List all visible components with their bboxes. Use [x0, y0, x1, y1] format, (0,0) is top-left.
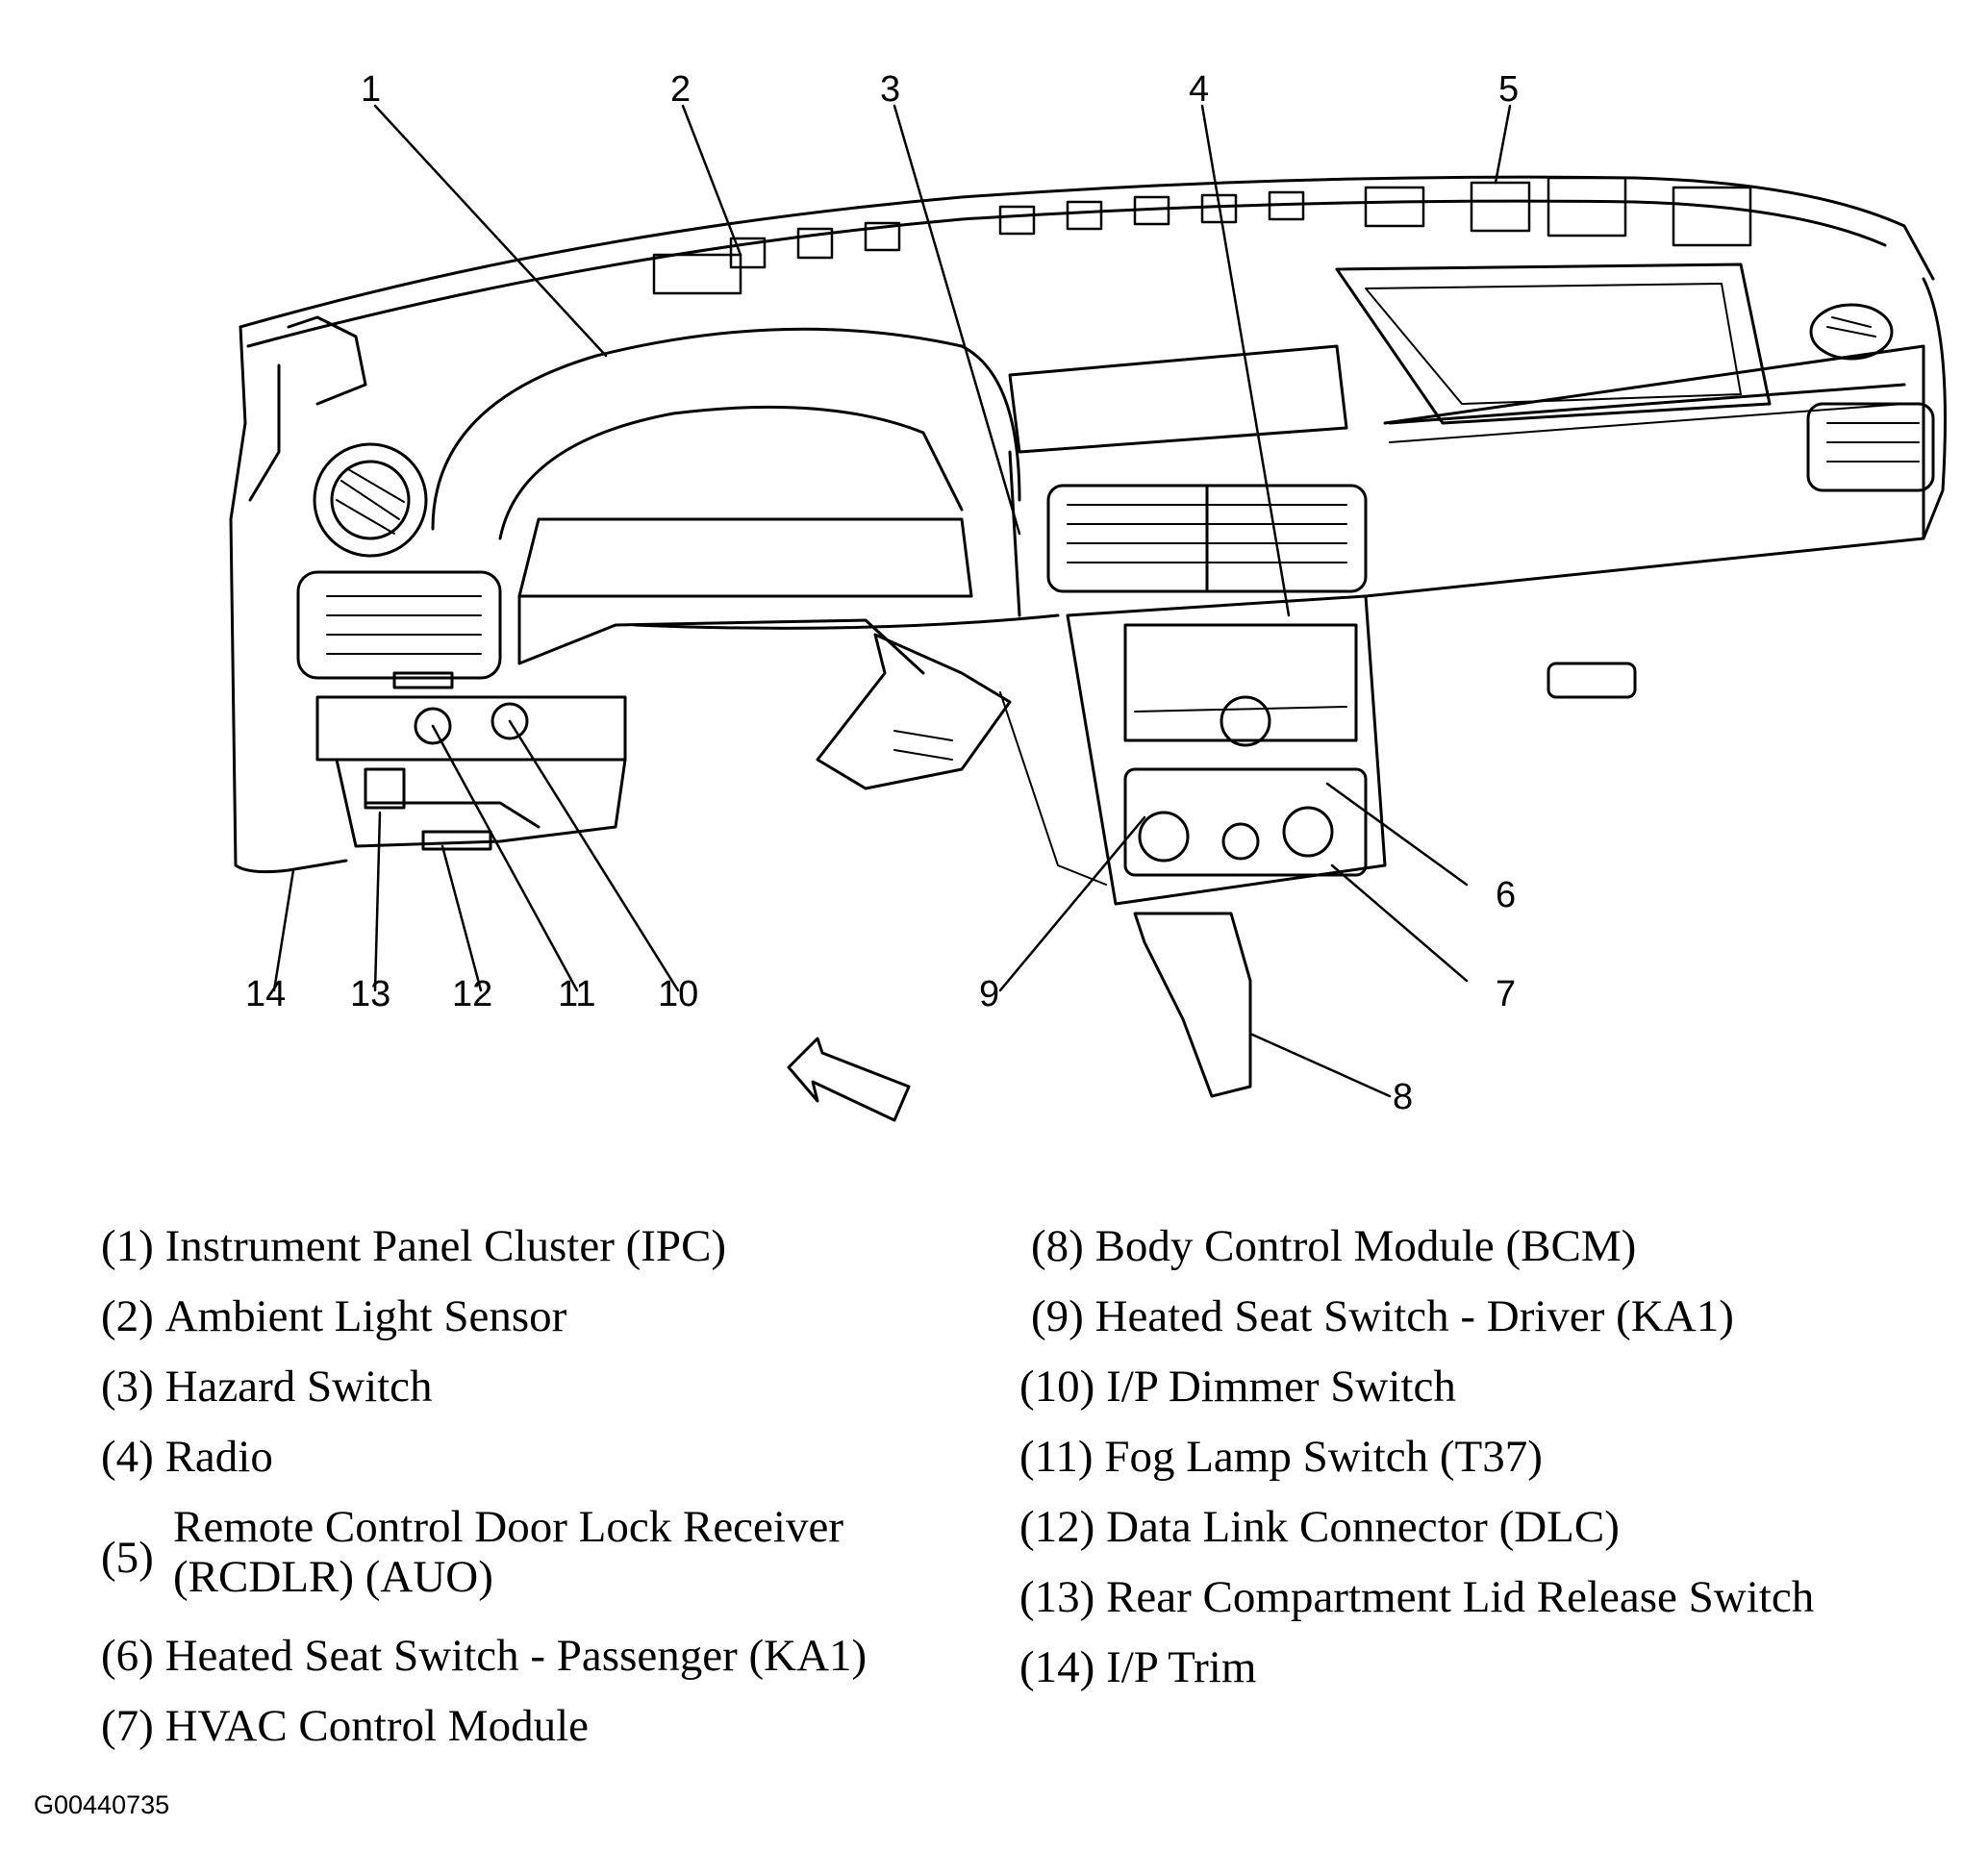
legend-label: Rear Compartment Lid Release Switch: [1106, 1572, 1815, 1622]
cluster-hood: [431, 327, 1021, 531]
radio-knob: [1220, 695, 1271, 747]
hvac-panel: [1123, 767, 1368, 877]
legend-number: (5): [101, 1533, 154, 1583]
dash-top-edge: [239, 175, 1935, 329]
legend-number: (10): [1019, 1362, 1095, 1412]
callout-8: 8: [1393, 1077, 1414, 1117]
legend-label: Instrument Panel Cluster (IPC): [164, 1221, 727, 1271]
legend-item-1: (1) Instrument Panel Cluster (IPC): [101, 1221, 726, 1271]
defroster-clips: [652, 176, 1752, 295]
legend-number: (12): [1019, 1502, 1095, 1552]
legend-item-6: (6) Heated Seat Switch - Passenger (KA1): [101, 1631, 867, 1681]
right-rect-vent: [1806, 402, 1935, 492]
callout-13: 13: [350, 974, 391, 1014]
upper-glovebox-opening: [1335, 263, 1772, 425]
legend-number: (2): [101, 1291, 154, 1341]
knee-bolster: [335, 758, 627, 848]
legend-item-13: (13) Rear Compartment Lid Release Switch: [1019, 1572, 1814, 1622]
legend-item-10: (10) I/P Dimmer Switch: [1019, 1362, 1456, 1412]
legend-number: (14): [1019, 1642, 1095, 1692]
legend-item-11: (11) Fog Lamp Switch (T37): [1019, 1432, 1543, 1482]
instrument-panel-diagram: 1 2 3 4 5 6 7 8 9 10 11 12 13 14: [229, 69, 1947, 1122]
legend-item-12: (12) Data Link Connector (DLC): [1019, 1502, 1620, 1552]
dimmer-switch-knob: [490, 702, 529, 740]
hvac-knob-right: [1282, 806, 1334, 858]
callout-14: 14: [245, 974, 287, 1014]
callout-7: 7: [1496, 974, 1517, 1014]
legend-item-2: (2) Ambient Light Sensor: [101, 1291, 566, 1341]
steering-bracket: [816, 633, 1012, 790]
legend-label-line-2: (RCDLR) (AUO): [173, 1552, 493, 1602]
center-stack-top: [1008, 344, 1348, 454]
bcm-module: [1133, 912, 1252, 1098]
cluster-opening: [517, 517, 973, 598]
figure-id: G00440735: [34, 1790, 170, 1819]
center-stack-outline: [1066, 594, 1387, 906]
fog-lamp-switch-knob: [414, 707, 452, 745]
right-round-vent: [1809, 303, 1894, 361]
legend-label: Hazard Switch: [164, 1362, 433, 1412]
callout-1: 1: [361, 69, 382, 110]
dash-top-edge-inner: [246, 199, 1887, 348]
left-end-panel: [229, 325, 348, 874]
legend-item-3: (3) Hazard Switch: [101, 1362, 433, 1412]
callout-6: 6: [1496, 875, 1517, 915]
dlc-connector: [421, 830, 492, 851]
legend-number: (9): [1031, 1291, 1084, 1341]
legend-number: (1): [101, 1221, 154, 1271]
glovebox-handle: [1547, 662, 1637, 699]
legend-number: (6): [101, 1631, 154, 1681]
forward-arrow: [787, 1037, 911, 1122]
callout-11: 11: [558, 974, 596, 1014]
legend-item-8: (8) Body Control Module (BCM): [1031, 1221, 1636, 1271]
glovebox-door: [1364, 344, 1925, 598]
dashboard-line-drawing: [229, 104, 1947, 1122]
legend-label: I/P Dimmer Switch: [1106, 1362, 1456, 1412]
legend-number: (11): [1019, 1432, 1094, 1482]
legend-label-line-1: Remote Control Door Lock Receiver: [173, 1502, 843, 1552]
legend-number: (3): [101, 1362, 154, 1412]
callout-5: 5: [1498, 69, 1520, 110]
legend-item-5: (5) Remote Control Door Lock Receiver (R…: [101, 1502, 967, 1608]
legend-label: Remote Control Door Lock Receiver (RCDLR…: [173, 1502, 843, 1602]
legend-label: Fog Lamp Switch (T37): [1104, 1432, 1543, 1482]
callout-10: 10: [658, 974, 699, 1014]
lid-release-switch: [364, 767, 406, 810]
legend-item-9: (9) Heated Seat Switch - Driver (KA1): [1031, 1291, 1734, 1341]
left-round-vent: [313, 442, 428, 558]
legend-number: (4): [101, 1432, 154, 1482]
legend-item-4: (4) Radio: [101, 1432, 273, 1482]
legend-label: Ambient Light Sensor: [164, 1291, 567, 1341]
legend-label: Radio: [164, 1432, 273, 1482]
callout-4: 4: [1189, 69, 1210, 110]
hvac-knob-left: [1138, 811, 1190, 863]
legend-item-7: (7) HVAC Control Module: [101, 1701, 589, 1751]
hvac-knob-center: [1221, 822, 1260, 861]
legend-label: Data Link Connector (DLC): [1106, 1502, 1620, 1552]
legend-item-14: (14) I/P Trim: [1019, 1642, 1256, 1692]
legend-label: I/P Trim: [1106, 1642, 1257, 1692]
left-rect-vent: [296, 570, 502, 680]
legend-label: HVAC Control Module: [164, 1701, 590, 1751]
legend-number: (13): [1019, 1572, 1095, 1622]
legend-label: Heated Seat Switch - Passenger (KA1): [164, 1631, 868, 1681]
radio-unit: [1123, 623, 1358, 742]
legend-label: Body Control Module (BCM): [1094, 1221, 1637, 1271]
callout-2: 2: [670, 69, 692, 110]
callout-12: 12: [452, 974, 493, 1014]
legend-number: (7): [101, 1701, 154, 1751]
leader-lines: [272, 104, 1512, 1098]
callout-9: 9: [979, 974, 1000, 1014]
legend-number: (8): [1031, 1221, 1084, 1271]
legend-label: Heated Seat Switch - Driver (KA1): [1094, 1291, 1734, 1341]
callout-3: 3: [880, 69, 901, 110]
dash-right-end: [1922, 277, 1947, 540]
